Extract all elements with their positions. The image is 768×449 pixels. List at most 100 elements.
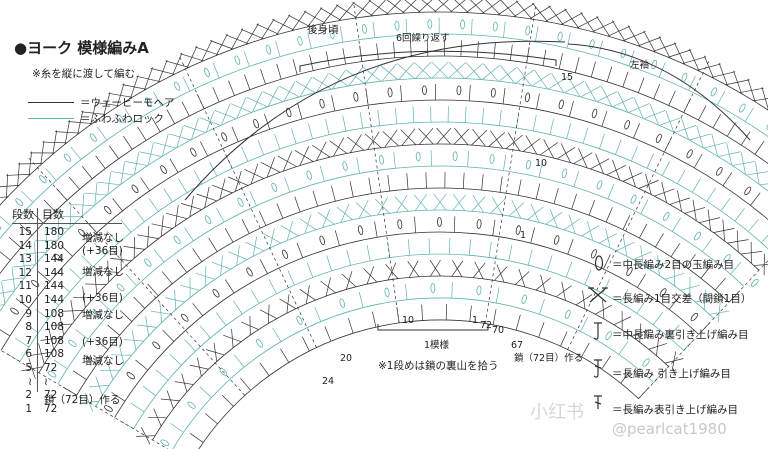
cross-stitch-mark <box>747 78 756 102</box>
puff-stitch-mark <box>190 147 197 157</box>
cross-stitch-mark <box>568 77 581 97</box>
puff-stitch-mark <box>144 258 152 267</box>
cross-stitch-mark <box>303 10 326 24</box>
stitch-post-mark <box>565 262 573 278</box>
cross-stitch-mark <box>347 136 365 151</box>
cross-stitch-mark <box>42 141 67 144</box>
cross-stitch-mark <box>230 103 252 113</box>
row-number: 7 <box>25 334 32 347</box>
cross-stitch-mark <box>671 351 677 371</box>
note-7: 増減なし <box>82 355 124 367</box>
cross-stitch-mark <box>560 143 571 163</box>
cross-stitch-mark <box>245 241 264 252</box>
stitch-post-mark <box>453 216 456 233</box>
cross-stitch-mark <box>259 309 278 319</box>
stitch-post-mark <box>268 279 277 294</box>
cross-stitch-mark <box>718 62 728 86</box>
cross-stitch-mark <box>279 298 297 309</box>
row-arc <box>114 231 700 418</box>
puff-stitch-mark <box>694 231 701 241</box>
cross-stitch-mark <box>336 4 357 19</box>
cross-stitch-mark <box>299 289 316 301</box>
cross-stitch-mark <box>368 0 389 15</box>
puff-stitch-mark <box>204 215 212 225</box>
cross-stitch-mark <box>605 228 611 249</box>
stitch-post-mark <box>539 298 545 315</box>
stitch-post-mark <box>547 255 553 271</box>
stitch-post-mark <box>499 176 503 193</box>
stitch-post-mark <box>730 261 742 275</box>
stitch-post-mark <box>566 123 572 139</box>
cross-stitch-mark <box>0 185 19 188</box>
stitch-post-mark <box>495 287 500 304</box>
cross-stitch-mark <box>111 171 134 176</box>
stitch-post-mark <box>21 190 34 203</box>
stitch-post-mark <box>94 242 106 256</box>
cross-stitch-mark <box>223 334 242 343</box>
stitch-post-mark <box>133 296 146 309</box>
puff-stitch-mark <box>710 87 717 97</box>
stitch-post-mark <box>193 169 203 185</box>
stitch-post-mark <box>312 190 318 207</box>
note-6: (+36目) <box>82 336 123 348</box>
puff-stitch-mark <box>297 36 303 46</box>
row-arc <box>57 165 745 385</box>
puff-stitch-mark <box>174 81 181 91</box>
cross-stitch-mark <box>355 202 372 217</box>
stitch-post-mark <box>469 84 471 101</box>
cross-stitch-mark <box>147 416 167 419</box>
stitch-post-mark <box>714 277 726 291</box>
stitch-post-mark <box>346 249 352 266</box>
stitch-post-mark <box>685 254 696 268</box>
stitch-post-mark <box>668 324 680 338</box>
cross-stitch-mark <box>6 173 31 176</box>
stitch-post-mark <box>240 377 251 391</box>
cross-stitch-mark <box>612 159 621 181</box>
stitch-post-mark <box>722 172 733 186</box>
stitch-post-mark <box>99 300 112 312</box>
cross-stitch-mark <box>402 0 417 14</box>
stitch-post-mark <box>720 197 731 212</box>
stitch-count: 180 <box>44 239 65 252</box>
stitch-post-mark <box>503 154 507 171</box>
stitch-post-mark <box>677 169 686 184</box>
stitch-post-mark <box>492 219 496 236</box>
puff-stitch-mark <box>378 154 384 165</box>
puff-stitch-mark <box>492 21 498 32</box>
cross-stitch-mark <box>549 208 558 228</box>
cross-stitch-mark <box>136 435 156 437</box>
cross-stitch-mark <box>196 193 217 202</box>
cross-stitch-mark <box>97 181 121 186</box>
cross-stitch-mark <box>595 153 604 174</box>
row-number: 10 <box>18 293 32 306</box>
stitch-post-mark <box>148 198 159 212</box>
cross-stitch-mark <box>436 127 451 145</box>
legend-label-teal: ＝ふわふわロック <box>80 113 164 125</box>
cross-stitch-mark <box>454 127 469 146</box>
puff-stitch-mark <box>187 401 196 409</box>
puff-stitch-mark <box>285 107 292 118</box>
puff-stitch-mark <box>104 205 112 215</box>
cross-stitch-mark <box>496 264 505 283</box>
stitch-post-mark <box>142 385 156 396</box>
stitch-post-mark <box>393 41 396 58</box>
repeat-divider <box>485 3 537 324</box>
stitch-count: 108 <box>44 321 65 334</box>
puff-stitch-mark <box>221 132 228 142</box>
puff-stitch-mark <box>663 211 670 221</box>
cross-stitch-mark <box>454 0 469 13</box>
row-number: 5 <box>25 361 32 374</box>
note-5: 増減なし <box>82 309 124 321</box>
stitch-post-mark <box>37 270 51 282</box>
stitch-count: 144 <box>44 266 65 279</box>
stitch-post-mark <box>81 255 94 268</box>
cross-stitch-mark <box>362 67 382 82</box>
table-header-rows: 段数 <box>12 208 34 221</box>
stitch-post-mark <box>199 386 212 398</box>
puff-stitch-mark <box>116 114 124 124</box>
cross-stitch-mark <box>418 128 434 145</box>
cross-stitch-mark <box>677 190 682 212</box>
stitch-post-mark <box>471 18 473 35</box>
stitch-post-mark <box>688 75 696 91</box>
